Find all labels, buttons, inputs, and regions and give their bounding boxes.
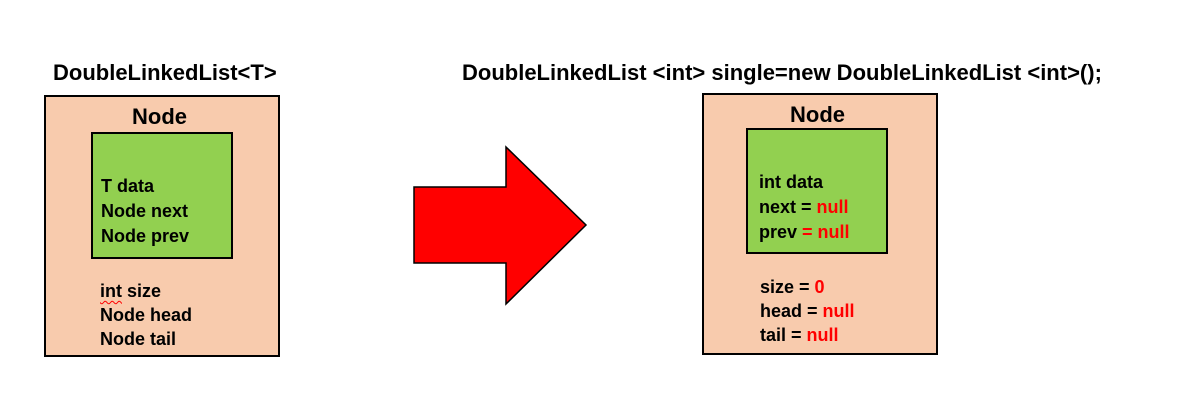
- right-node-field-prev: prev = null: [759, 220, 850, 245]
- right-field-tail: tail = null: [760, 323, 855, 347]
- right-instance-fields: size = 0 head = null tail = null: [760, 275, 855, 347]
- left-node-box: T data Node next Node prev: [91, 132, 233, 259]
- left-field-head-name: head: [145, 305, 193, 325]
- left-field-size-type: int: [100, 281, 122, 301]
- left-node-field-prev: Node prev: [101, 226, 190, 246]
- right-node-field-next-label: next =: [759, 197, 817, 217]
- right-field-size: size = 0: [760, 275, 855, 299]
- right-node-fields: int data next = null prev = null: [759, 170, 850, 245]
- left-class-title: DoubleLinkedList<T>: [53, 60, 277, 85]
- left-field-size: int size: [100, 279, 192, 303]
- left-field-tail: Node tail: [100, 327, 192, 351]
- right-field-size-label: size =: [760, 277, 815, 297]
- left-field-head: Node head: [100, 303, 192, 327]
- right-field-tail-label: tail =: [760, 325, 807, 345]
- right-field-size-value: 0: [814, 277, 825, 297]
- right-node-field-data: int data: [759, 170, 850, 195]
- left-class-fields: int size Node head Node tail: [100, 279, 192, 351]
- right-field-head-value: null: [822, 301, 855, 321]
- left-node-heading: Node: [132, 104, 187, 129]
- left-node-field-data: T data: [101, 176, 155, 196]
- arrow-shape: [413, 145, 588, 306]
- right-field-tail-value: null: [806, 325, 839, 345]
- left-field-tail-type: Node: [100, 329, 145, 349]
- right-instance-box: Node int data next = null prev = null si…: [702, 93, 938, 355]
- right-node-field-next: next = null: [759, 195, 850, 220]
- right-node-field-prev-label: prev: [759, 222, 803, 242]
- left-node-fields: T data Node next Node prev: [101, 174, 189, 249]
- left-class-box: Node T data Node next Node prev int size…: [44, 95, 280, 357]
- right-field-head: head = null: [760, 299, 855, 323]
- right-node-field-next-value: null: [816, 197, 849, 217]
- right-node-field-prev-value: = null: [802, 222, 850, 242]
- left-field-tail-name: tail: [145, 329, 177, 349]
- right-instance-title: DoubleLinkedList <int> single=new Double…: [462, 60, 1102, 85]
- right-node-field-data-label: int data: [759, 172, 824, 192]
- right-node-box: int data next = null prev = null: [746, 128, 888, 254]
- right-arrow-icon: [413, 145, 588, 306]
- right-node-heading: Node: [790, 102, 845, 127]
- left-field-size-name: size: [122, 281, 162, 301]
- left-node-field-next: Node next: [101, 201, 189, 221]
- left-field-head-type: Node: [100, 305, 145, 325]
- right-field-head-label: head =: [760, 301, 823, 321]
